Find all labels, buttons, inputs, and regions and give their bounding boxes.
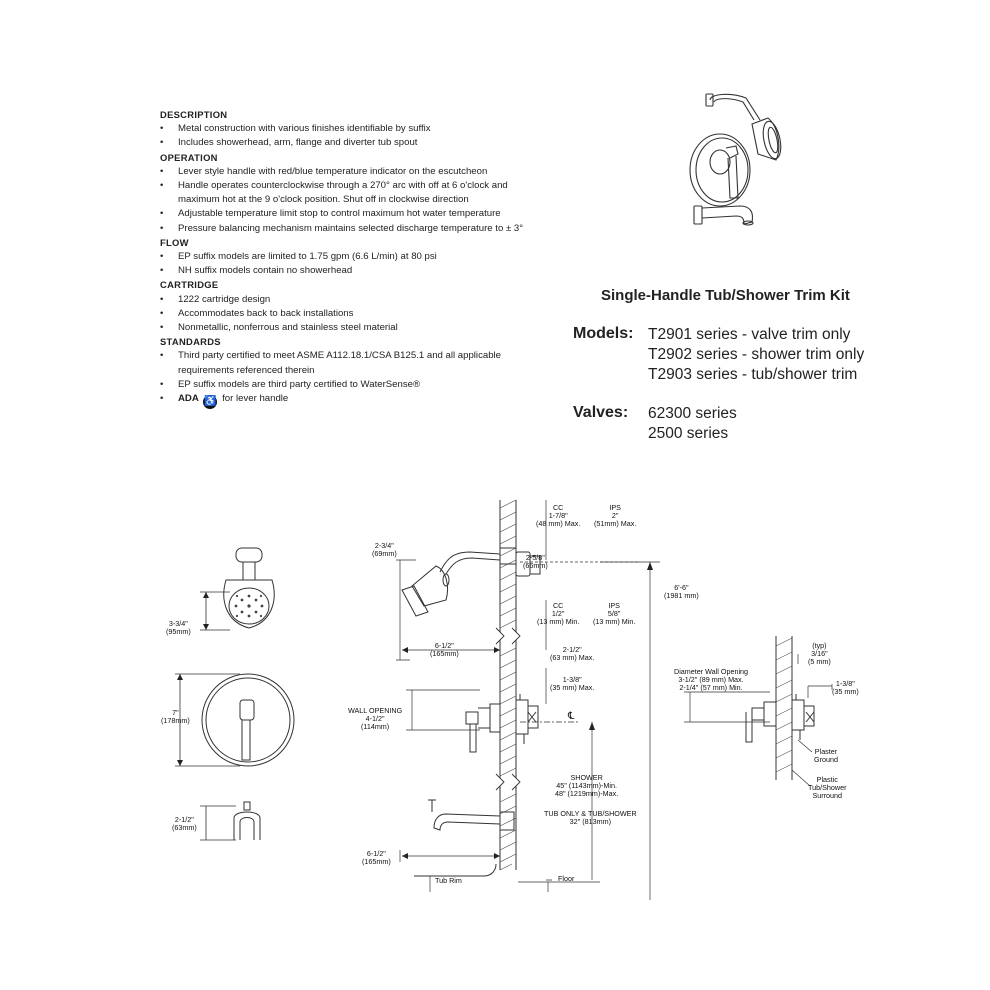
description-list: Metal construction with various finishes… — [160, 122, 560, 151]
dim-spout-width: 2-1/2"(63mm) — [172, 815, 197, 833]
list-item: Pressure balancing mechanism maintains s… — [160, 222, 560, 236]
standards-list: Third party certified to meet ASME A112.… — [160, 349, 560, 410]
dim-arm-reach: 6-1/2"(165mm) — [430, 641, 459, 659]
escutcheon-front-view — [201, 673, 295, 767]
operation-heading: OPERATION — [160, 151, 218, 163]
product-illustration — [689, 93, 782, 226]
list-item: Accommodates back to back installations — [160, 307, 560, 321]
list-item: EP suffix models are third party certifi… — [160, 378, 560, 392]
list-item: NH suffix models contain no showerhead — [160, 264, 560, 278]
list-item: Third party certified to meet ASME A112.… — [160, 349, 560, 377]
flow-heading: FLOW — [160, 236, 189, 248]
dim-total-height: 6'-6"(1981 mm) — [664, 583, 699, 601]
list-item: Handle operates counterclockwise through… — [160, 179, 560, 207]
dim-arm-offset: 2-5/8"(66mm) — [523, 553, 548, 571]
spout-front-view — [233, 801, 261, 840]
list-item: Adjustable temperature limit stop to con… — [160, 207, 560, 221]
cartridge-list: 1222 cartridge design Accommodates back … — [160, 293, 560, 336]
valves-label: Valves: — [573, 404, 629, 421]
valve-line: 62300 series — [648, 405, 737, 422]
showerhead-front-view — [223, 547, 275, 629]
dim-valve-max-2: 1-3/8"(35 mm) Max. — [550, 675, 595, 693]
model-line: T2903 series - tub/shower trim — [648, 366, 858, 383]
dim-spout-reach: 6-1/2"(165mm) — [362, 849, 391, 867]
wall-hatching — [499, 499, 517, 871]
label-floor: Floor — [558, 874, 575, 883]
shower-arm-side-view — [401, 547, 541, 617]
dim-valve-max-1: 2-1/2"(63 mm) Max. — [550, 645, 595, 663]
cartridge-heading: CARTRIDGE — [160, 279, 219, 291]
list-item: 1222 cartridge design — [160, 293, 560, 307]
standards-heading: STANDARDS — [160, 336, 221, 348]
spec-sheet: DESCRIPTION Metal construction with vari… — [160, 108, 560, 410]
flow-list: EP suffix models are limited to 1.75 gpm… — [160, 250, 560, 279]
dim-escutcheon: 7"(178mm) — [161, 708, 190, 726]
model-line: T2901 series - valve trim only — [648, 326, 851, 343]
list-item: Lever style handle with red/blue tempera… — [160, 165, 560, 179]
list-item: Metal construction with various finishes… — [160, 122, 560, 136]
list-item: Includes showerhead, arm, flange and div… — [160, 136, 560, 150]
valve-body — [465, 694, 539, 753]
rough-in-section — [684, 636, 833, 787]
valve-line: 2500 series — [648, 425, 729, 442]
label-tub-rim: Tub Rim — [435, 876, 462, 885]
description-heading: DESCRIPTION — [160, 109, 228, 120]
dim-head-height: 2-3/4"(69mm) — [372, 541, 397, 559]
kit-title: Single-Handle Tub/Shower Trim Kit — [601, 287, 850, 304]
ada-label: ADA — [178, 393, 199, 405]
list-item: Nonmetallic, nonferrous and stainless st… — [160, 321, 560, 335]
dim-valve-depth: 1-3/8"(35 mm) — [832, 679, 859, 697]
list-item: EP suffix models are limited to 1.75 gpm… — [160, 250, 560, 264]
centerline-mark: ℄ — [568, 711, 575, 722]
dim-typ: (typ)3/16"(5 mm) — [808, 641, 831, 667]
operation-list: Lever style handle with red/blue tempera… — [160, 165, 560, 236]
accessibility-icon: ♿ — [203, 395, 218, 410]
dimension-arrows — [177, 562, 653, 859]
dim-head-width: 3-3/4"(95mm) — [166, 619, 191, 637]
list-item-ada: ADA ♿ for lever handle — [160, 392, 560, 410]
tub-spout-side-view — [414, 799, 515, 877]
ada-text: for lever handle — [222, 393, 289, 405]
side-dimension-lines — [396, 500, 660, 900]
model-line: T2902 series - shower trim only — [648, 346, 865, 363]
models-label: Models: — [573, 325, 634, 342]
